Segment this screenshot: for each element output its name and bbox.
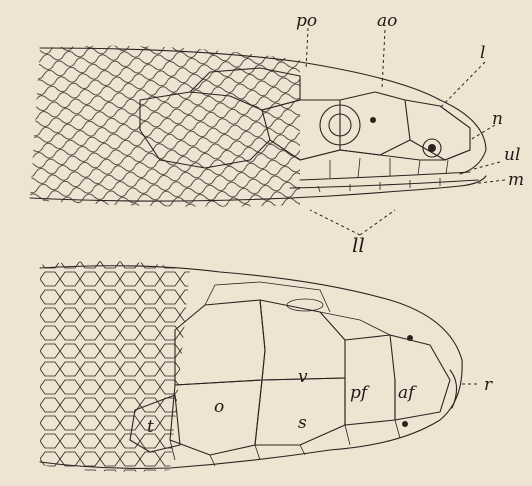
top-nostril-lower (402, 421, 408, 427)
label-o: o (214, 397, 224, 417)
top-prefrontal-shield (345, 335, 395, 425)
label-t: t (147, 417, 154, 437)
top-lower-shield-dividers (170, 420, 400, 466)
label-po: po (296, 11, 317, 31)
side-view-leaders (306, 28, 505, 235)
label-r: r (484, 375, 493, 395)
label-l: l (480, 43, 485, 63)
side-labial-dividers (330, 158, 448, 178)
side-loreal-shield (405, 100, 470, 160)
top-rostral-shield (450, 370, 457, 408)
leader-l (440, 62, 485, 108)
leader-ll-a (310, 210, 360, 235)
label-ao: ao (377, 11, 397, 31)
label-n: n (492, 109, 503, 129)
side-view-head (25, 40, 486, 215)
label-m: m (508, 170, 524, 190)
label-ll: ll (352, 233, 365, 257)
top-view-head (30, 255, 462, 475)
label-s: s (298, 413, 307, 433)
side-nostril (428, 144, 436, 152)
side-eye-mark (370, 117, 376, 123)
leader-ll-b (360, 210, 395, 235)
top-supraocular-shield (255, 378, 345, 445)
side-mouth-line (300, 172, 470, 180)
label-ul: ul (504, 145, 520, 165)
top-nostril-upper (407, 335, 413, 341)
top-parietal-lower (170, 380, 262, 455)
side-body-scales (25, 40, 305, 215)
label-af: af (398, 383, 417, 403)
label-v: v (298, 367, 308, 387)
side-upper-labials (300, 150, 470, 160)
top-upper-shields (205, 282, 390, 335)
top-internasal-shield (390, 335, 450, 420)
top-parietal-left (175, 300, 265, 385)
label-pf: pf (350, 383, 370, 403)
